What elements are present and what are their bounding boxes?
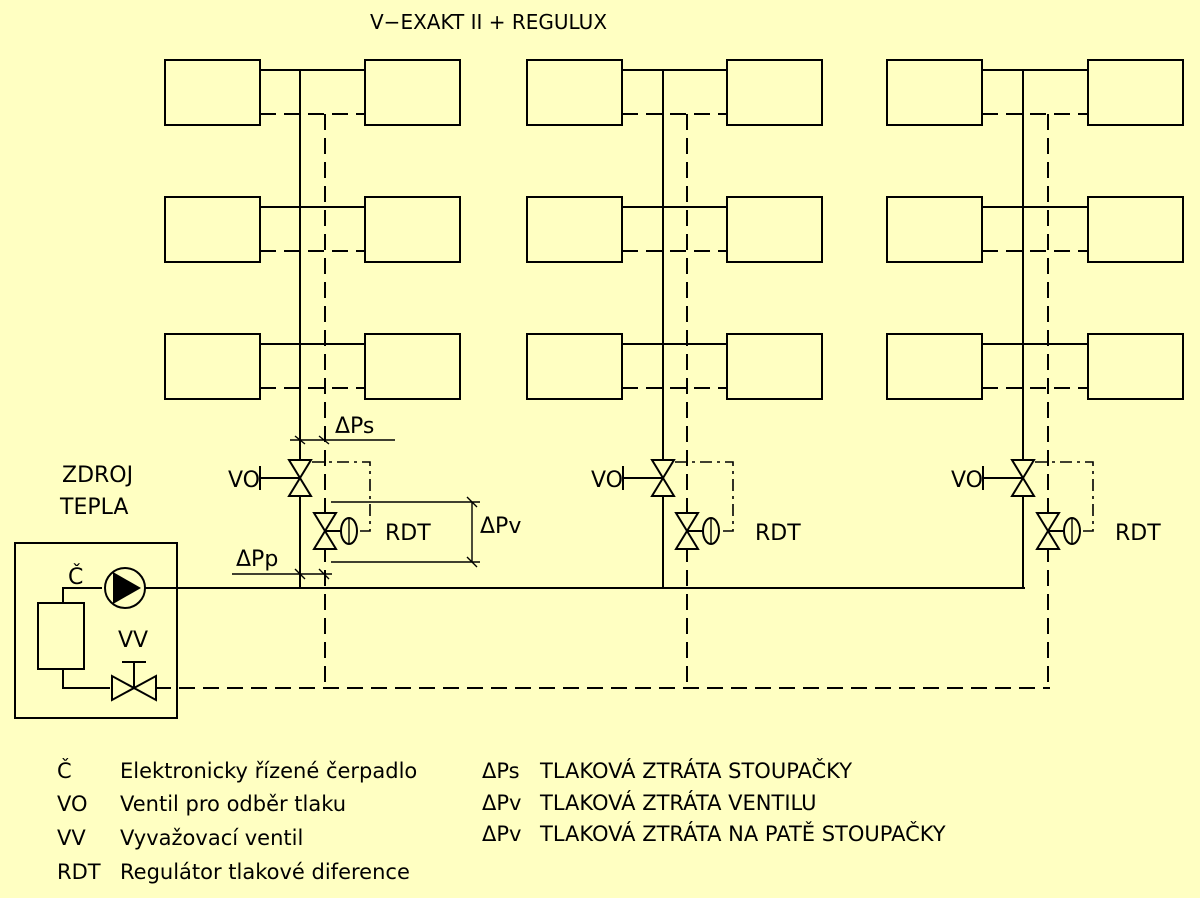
diagram-title: V−EXAKT II + REGULUX (370, 10, 607, 34)
radiator (726, 333, 823, 400)
legend-text: TLAKOVÁ ZTRÁTA VENTILU (539, 790, 817, 815)
radiator (526, 59, 623, 126)
legend-text: TLAKOVÁ ZTRÁTA STOUPAČKY (539, 758, 852, 783)
legend-code: VV (57, 826, 86, 850)
legend-code: RDT (57, 860, 101, 884)
legend-code: ΔPs (482, 759, 520, 783)
legend-code: ΔPv (482, 822, 521, 846)
radiator (164, 59, 261, 126)
radiator (1087, 333, 1184, 400)
legend-text: Regulátor tlakové diference (120, 860, 410, 884)
heat-source-label-line1: ZDROJ (62, 463, 133, 488)
radiator (526, 333, 623, 400)
dp-valve-label: ΔPv (480, 514, 521, 539)
legend-text: TLAKOVÁ ZTRÁTA NA PATĚ STOUPAČKY (539, 821, 946, 846)
radiators (164, 59, 1184, 400)
radiator (164, 196, 261, 263)
radiator (726, 59, 823, 126)
balancing-valve-label: VV (118, 628, 148, 653)
dp-riser-label: ΔPs (335, 414, 374, 439)
radiator (364, 333, 461, 400)
legend-code: VO (57, 792, 88, 816)
impulse-line (675, 461, 734, 532)
radiator (364, 59, 461, 126)
pressure-valve-stem (622, 466, 663, 490)
impulse-line (1035, 461, 1094, 532)
radiator (364, 196, 461, 263)
impulse-line (312, 461, 371, 532)
radiator (1087, 196, 1184, 263)
pressure-valve-label: VO (591, 468, 623, 493)
radiator (1087, 59, 1184, 126)
dp-foot-label: ΔPp (236, 547, 278, 572)
pump-triangle-icon (113, 572, 141, 604)
legend-code: Č (57, 758, 72, 783)
radiator (886, 59, 983, 126)
heat-source-label-line2: TEPLA (59, 495, 128, 520)
legend-text: Elektronicky řízené čerpadlo (120, 759, 417, 783)
riser-valves: VO RDT VO RDT VO RDT (228, 459, 1161, 550)
legend-code: ΔPv (482, 791, 521, 815)
radiator (164, 333, 261, 400)
radiator (886, 196, 983, 263)
pressure-valve-label: VO (228, 468, 260, 493)
pressure-valve-stem (259, 466, 300, 490)
pump-icon (104, 567, 146, 609)
risers (260, 69, 1088, 688)
legend-text: Vyvažovací ventil (120, 826, 303, 850)
boiler-icon (37, 602, 85, 670)
legend-text: Ventil pro odběr tlaku (120, 792, 346, 816)
radiator (526, 196, 623, 263)
regulator-label: RDT (755, 521, 801, 546)
pump-label: Č (68, 564, 83, 590)
radiator (726, 196, 823, 263)
heat-source: ZDROJ TEPLA Č VV (14, 463, 178, 719)
pressure-valve-label: VO (951, 468, 983, 493)
radiator (886, 333, 983, 400)
pressure-valve-stem (982, 466, 1023, 490)
regulator-label: RDT (1115, 521, 1161, 546)
regulator-label: RDT (385, 521, 431, 546)
heat-source-box (14, 542, 178, 719)
dimension-annotations: ΔPs ΔPv ΔPp (232, 414, 521, 580)
